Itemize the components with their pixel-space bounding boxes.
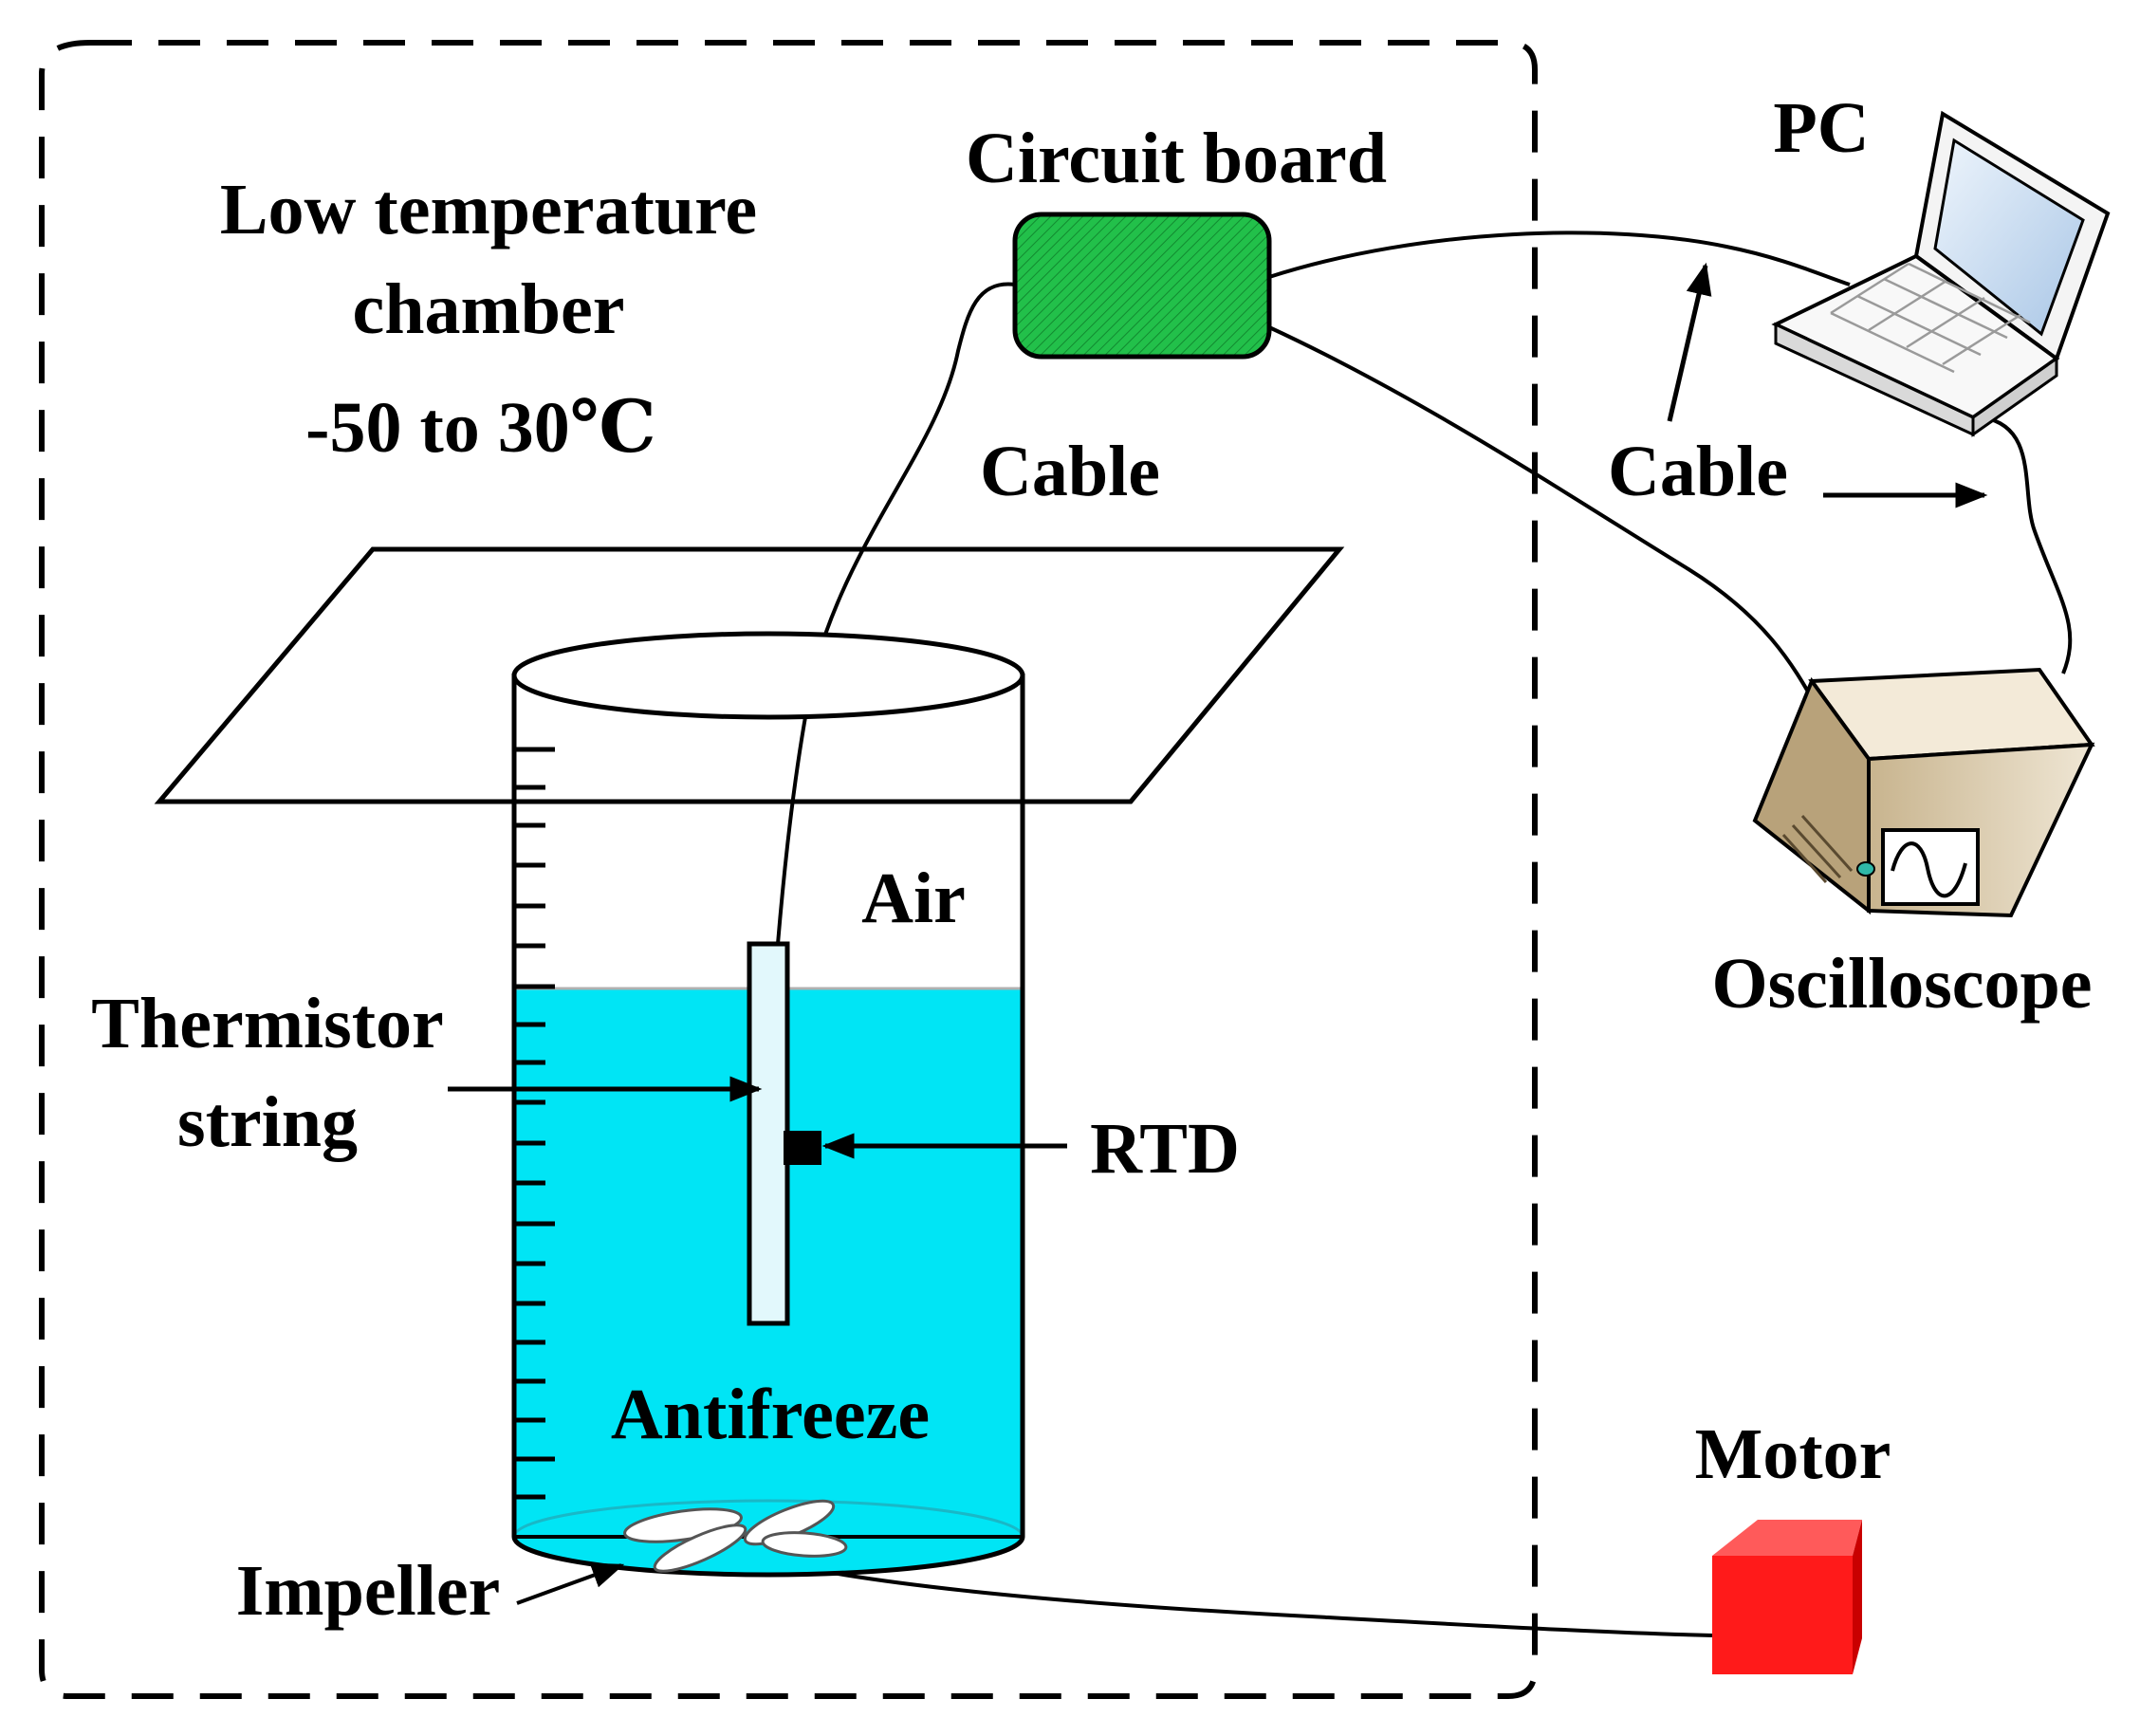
- thermistor-label-line1: Thermistor: [91, 984, 443, 1063]
- motor-icon: [1712, 1520, 1862, 1674]
- rtd-sensor: [784, 1131, 821, 1165]
- cable-impeller-to-motor: [758, 1556, 1713, 1637]
- chamber-title-line2: chamber: [352, 269, 624, 349]
- cable-board-to-pc: [1268, 231, 1851, 286]
- oscilloscope-icon: [1752, 667, 2095, 918]
- impeller-label: Impeller: [236, 1551, 501, 1631]
- circuit-board-label: Circuit board: [966, 119, 1387, 198]
- motor-label: Motor: [1695, 1414, 1891, 1494]
- cable-label-right: Cable: [1608, 432, 1788, 511]
- cable-arrow-up: [1667, 262, 1712, 422]
- thermistor-string: [747, 941, 790, 1326]
- oscilloscope-label: Oscilloscope: [1711, 944, 2092, 1024]
- cable-label-left: Cable: [980, 432, 1160, 511]
- chamber-title-line1: Low temperature: [220, 170, 757, 249]
- cable-board-to-thermistor: [776, 282, 1016, 945]
- rtd-label: RTD: [1090, 1109, 1240, 1189]
- laptop-icon: [1771, 110, 2111, 437]
- impeller-pointer-arrow: [516, 1562, 625, 1605]
- chamber-temperature-range: -50 to 30℃: [305, 388, 656, 468]
- cable-pc-to-oscilloscope: [1982, 416, 2073, 674]
- support-plate: [154, 546, 1345, 804]
- air-label: Air: [861, 859, 966, 938]
- cable-board-to-oscilloscope: [1268, 325, 1818, 708]
- antifreeze-label: Antifreeze: [611, 1375, 930, 1454]
- beaker-graduations: [514, 747, 555, 1500]
- circuit-board: [1012, 212, 1272, 360]
- pc-label: PC: [1773, 88, 1869, 168]
- thermistor-label-line2: string: [177, 1082, 358, 1162]
- chamber-boundary: [39, 40, 1538, 1699]
- impeller-icon: [623, 1499, 848, 1573]
